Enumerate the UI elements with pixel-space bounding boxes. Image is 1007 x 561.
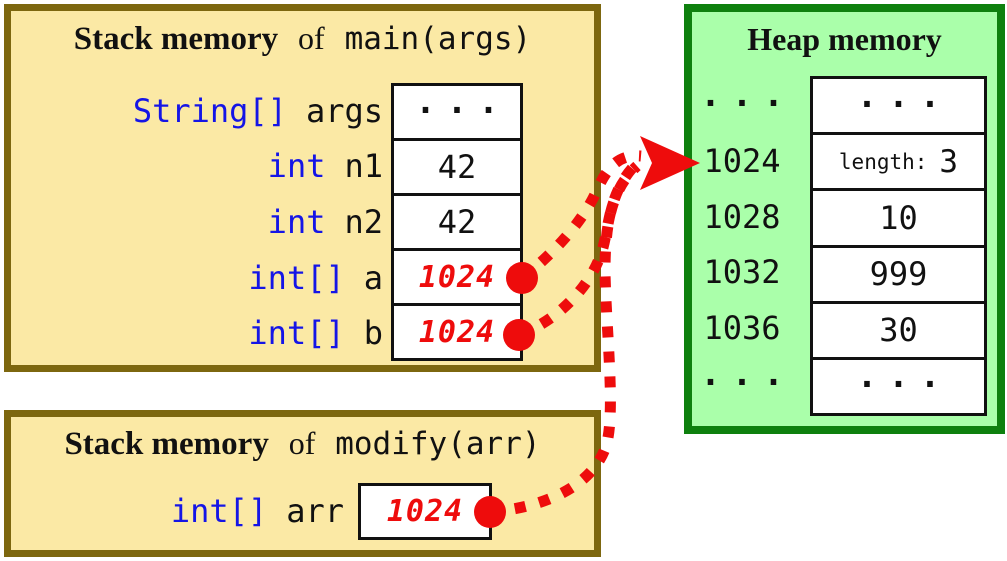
heap-address: 1024 [703,142,781,180]
title-code-text: modify(arr) [335,426,541,462]
reference-value: 1024 [418,259,496,295]
heap-address: 1032 [703,253,781,291]
memory-cell-b: 1024 [394,303,520,358]
memory-cell-n1: 42 [394,138,520,193]
variable-name: args [305,92,383,130]
type-token: int [267,147,326,185]
type-token: int [267,203,326,241]
cell-value: ... [415,82,510,122]
cell-value: 10 [879,198,918,237]
heap-address: ... [700,75,795,115]
cell-value: 42 [437,148,477,186]
variable-declaration-n2: int n2 [30,194,383,250]
cell-value: 42 [437,203,477,241]
cell-value: 999 [869,255,928,294]
heap-cell: 999 [813,244,984,301]
variable-declaration-args: String[] args [30,83,383,139]
type-token: int[] [170,492,268,530]
stack-main-title: Stack memory of main(args) [4,15,601,61]
title-connector-text: of [298,20,325,56]
title-bold-text: Stack memory [73,21,279,57]
length-label: length: [838,149,928,174]
memory-cell-a: 1024 [394,248,520,303]
heap-cell: 10 [813,188,984,244]
stack-main-cell-column: ... 42 42 1024 1024 [391,82,523,361]
type-token: int[] [248,314,345,352]
title-code-text: main(args) [344,21,532,57]
reference-value: 1024 [386,494,464,529]
variable-name: a [363,259,383,297]
heap-address: 1028 [703,198,781,236]
heap-title: Heap memory [747,21,942,57]
variable-declaration-n1: int n1 [30,138,383,194]
variable-name: b [363,314,383,352]
variable-name: arr [286,492,344,530]
memory-cell-args: ... [394,82,520,138]
variable-declaration-b: int[] b [30,305,383,361]
stack-modify-title: Stack memory of modify(arr) [4,420,601,466]
heap-cell: ... [813,356,984,413]
length-value: 3 [939,143,959,180]
type-token: int[] [248,259,345,297]
title-connector-text: of [288,425,316,461]
heap-address: 1036 [703,309,781,347]
reference-value: 1024 [418,314,496,350]
memory-cell-arr: 1024 [361,486,489,537]
heap-cell: 30 [813,300,984,357]
stack-modify-cell-column: 1024 [358,483,492,540]
cell-value: ... [856,75,952,116]
heap-address: ... [700,354,795,394]
heap-cell-length: length: 3 [813,132,984,188]
variable-declaration-arr: int[] arr [30,483,344,540]
heap-cell: ... [813,75,984,132]
variable-name: n1 [344,147,383,185]
variable-declaration-a: int[] a [30,250,383,306]
type-token: String[] [132,92,287,130]
cell-value: ... [856,356,952,397]
title-bold-text: Stack memory [64,426,269,462]
variable-name: n2 [344,203,383,241]
cell-value: 30 [879,311,918,350]
heap-cell-column: ... length: 3 10 999 30 ... [810,76,987,416]
memory-cell-n2: 42 [394,193,520,248]
